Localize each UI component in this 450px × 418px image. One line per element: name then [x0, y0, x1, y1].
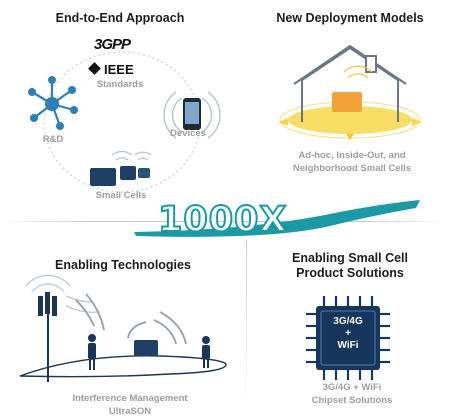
technologies-caption-line2: UltraSON: [108, 406, 152, 417]
technologies-caption: Interference Management UltraSON: [30, 392, 230, 418]
ieee-diamond-icon: [88, 62, 101, 75]
standards-label: Standards: [96, 79, 144, 90]
headline-swoosh: [134, 200, 420, 237]
product-solutions-title-line2: Product Solutions: [296, 266, 404, 280]
divider-vertical: [246, 240, 247, 418]
technologies-caption-line1: Interference Management: [72, 393, 188, 404]
chip-label: 3G/4G + WiFi: [316, 316, 380, 352]
product-solutions-title: Enabling Small Cell Product Solutions: [250, 251, 450, 281]
interference-scene-illustration: [19, 274, 227, 382]
deployment-caption-line1: Ad-hoc, Inside-Out, and: [298, 150, 406, 161]
rnd-label: R&D: [42, 134, 64, 145]
rnd-network-icon: [28, 76, 78, 130]
deployment-caption: Ad-hoc, Inside-Out, and Neighborhood Sma…: [262, 149, 442, 175]
ieee-logo: IEEE: [88, 62, 134, 77]
chip-label-line2: +: [345, 328, 351, 339]
devices-label: Devices: [170, 128, 206, 139]
chip-label-line3: WiFi: [337, 340, 359, 351]
end-to-end-title: End-to-End Approach: [55, 11, 185, 25]
3gpp-logo: 3GPP: [94, 36, 131, 53]
deployment-models-title: New Deployment Models: [276, 11, 424, 25]
deployment-caption-line2: Neighborhood Small Cells: [292, 163, 412, 174]
chip-icon: [306, 296, 390, 380]
divider-horizontal: [0, 221, 450, 222]
phone-device-icon: [163, 91, 221, 139]
house-deployment-icon: [278, 44, 422, 140]
chip-label-line1: 3G/4G: [333, 316, 363, 327]
1000x-headline: 1000X: [157, 199, 288, 241]
small-cells-icon: [90, 150, 152, 186]
chipset-caption-line2: Chipset Solutions: [311, 395, 393, 406]
chipset-caption: 3G/4G + WiFi Chipset Solutions: [262, 381, 442, 407]
chipset-caption-line1: 3G/4G + WiFi: [322, 382, 382, 393]
small-cells-label: Small Cells: [95, 190, 147, 201]
product-solutions-title-line1: Enabling Small Cell: [292, 251, 408, 265]
enabling-technologies-title: Enabling Technologies: [55, 258, 191, 272]
